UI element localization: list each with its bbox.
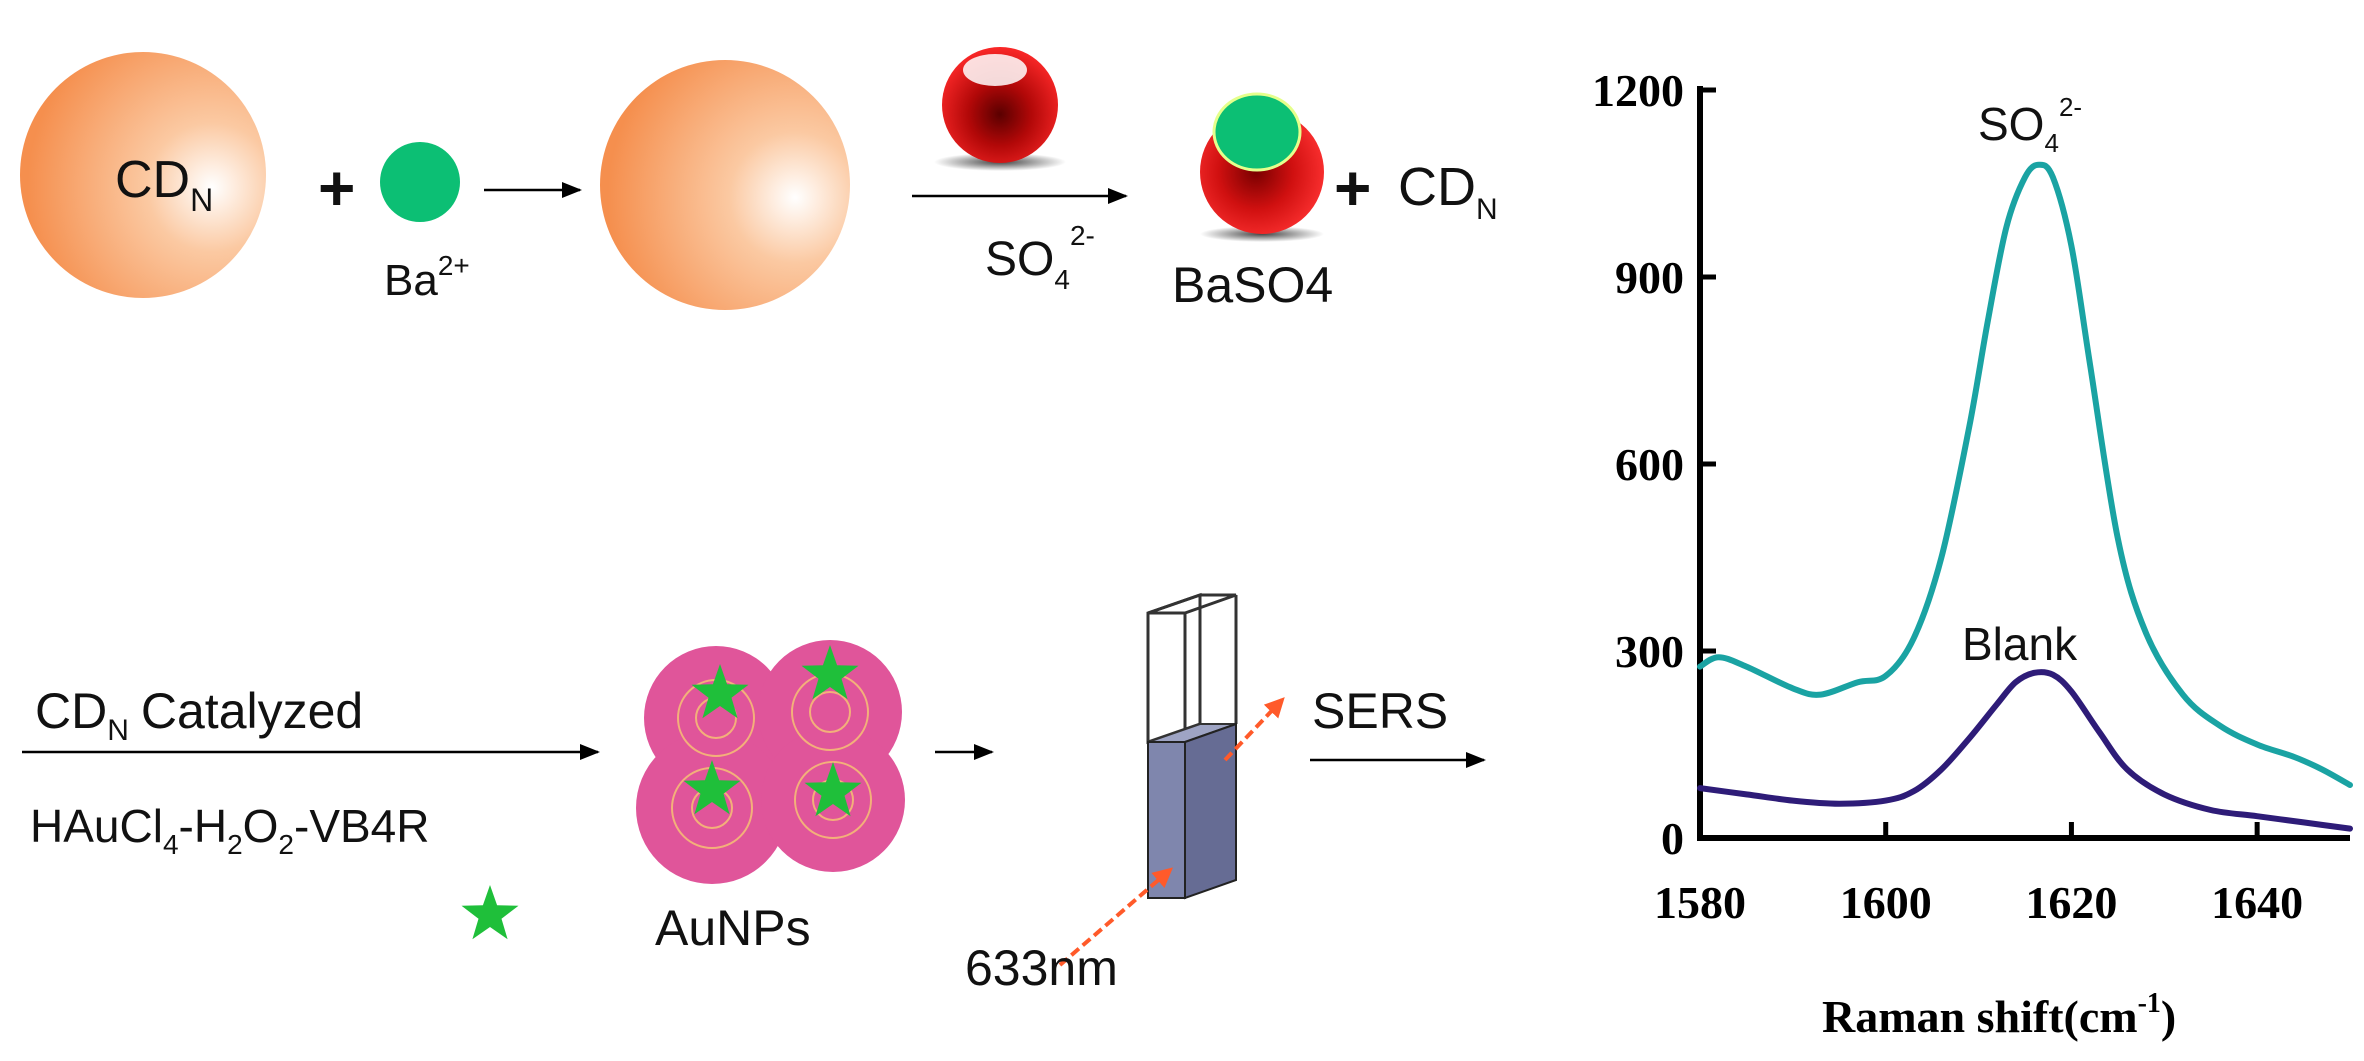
vb4r-star-icon bbox=[461, 885, 519, 940]
aunps-label: AuNPs bbox=[655, 900, 811, 956]
sulfate-ball bbox=[934, 47, 1066, 171]
series-label-so4: SO42- bbox=[1978, 92, 2082, 158]
cdn-ba-complex bbox=[600, 60, 850, 310]
chart-tick-labels: 0 300 600 900 1200 1580 1600 1620 1640 bbox=[1592, 65, 2303, 928]
x-tick-label: 1580 bbox=[1654, 877, 1746, 928]
y-tick-label: 900 bbox=[1615, 252, 1684, 303]
baso4-label: BaSO4 bbox=[1172, 257, 1333, 313]
y-tick-label: 0 bbox=[1661, 813, 1684, 864]
plus-sign-1: + bbox=[318, 152, 355, 224]
cdn-released-label: CDN bbox=[1398, 157, 1498, 226]
plus-sign-2: + bbox=[1334, 152, 1371, 224]
chart-axes bbox=[1697, 86, 2350, 841]
cdn-particle: CDN bbox=[20, 52, 266, 298]
so4-trace bbox=[1697, 161, 2353, 788]
chart-traces bbox=[1697, 161, 2353, 832]
x-tick-label: 1600 bbox=[1840, 877, 1932, 928]
series-label-blank: Blank bbox=[1962, 618, 2078, 670]
sers-label: SERS bbox=[1312, 683, 1448, 739]
barium-ion: Ba2+ bbox=[380, 142, 470, 305]
y-tick-label: 1200 bbox=[1592, 65, 1684, 116]
y-tick-label: 600 bbox=[1615, 439, 1684, 490]
reagent-label: HAuCl4-H2O2-VB4R bbox=[30, 800, 429, 860]
sulfate-label: SO42- bbox=[985, 220, 1095, 295]
raman-chart: 0 300 600 900 1200 1580 1600 1620 1640 SO42- Bla… bbox=[1592, 65, 2353, 1042]
laser-beam-out bbox=[1223, 697, 1285, 762]
x-tick-label: 1640 bbox=[2211, 877, 2303, 928]
laser-wavelength-label: 633nm bbox=[965, 940, 1118, 996]
x-axis-title: Raman shift(cm-1) bbox=[1822, 988, 2176, 1042]
cuvette-icon bbox=[1146, 592, 1238, 900]
y-tick-label: 300 bbox=[1615, 626, 1684, 677]
blank-trace bbox=[1697, 669, 2353, 832]
baso4-particle: BaSO4 bbox=[1172, 92, 1333, 313]
x-tick-label: 1620 bbox=[2025, 877, 2117, 928]
aunp-cluster bbox=[636, 640, 905, 884]
barium-label: Ba2+ bbox=[384, 250, 470, 305]
laser-beam-in bbox=[1058, 867, 1174, 967]
cdn-label: CDN bbox=[115, 151, 213, 218]
